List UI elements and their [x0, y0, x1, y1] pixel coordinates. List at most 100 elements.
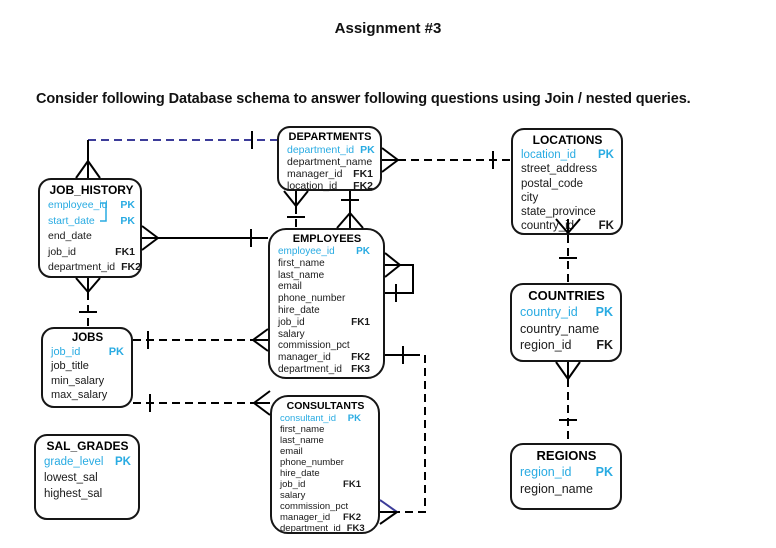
field-name: city: [521, 191, 539, 204]
field-key-label: FK2: [343, 512, 361, 523]
field-row: commission_pct: [280, 501, 371, 512]
field-name: last_name: [278, 269, 325, 281]
field-name: country_name: [520, 321, 600, 336]
field-key-label: FK2: [121, 261, 141, 274]
field-key-label: FK2: [353, 180, 373, 192]
field-name: street_address: [521, 163, 598, 176]
field-row: hire_date: [278, 305, 376, 317]
field-name: country_id: [521, 220, 575, 233]
field-row: department_id FK3: [280, 523, 371, 534]
rel-departments-employees-deptid: [336, 191, 364, 229]
field-name: region_id: [520, 465, 572, 479]
field-key-label: FK2: [351, 352, 370, 364]
field-key-label: PK: [360, 144, 375, 156]
rel-countries-regions: [555, 361, 581, 443]
field-name: manager_id: [287, 168, 343, 180]
field-name: manager_id: [278, 352, 331, 364]
page-title: Assignment #3: [334, 20, 442, 37]
field-row: first_name: [280, 424, 371, 435]
entity-title: EMPLOYEES: [292, 233, 362, 245]
field-name: location_id: [287, 180, 338, 192]
field-key-label: FK1: [115, 245, 135, 258]
rel-job-history-jobs: [75, 277, 101, 327]
field-name: job_title: [51, 360, 89, 373]
field-row: manager_id FK2: [280, 512, 371, 523]
field-name: first_name: [278, 257, 325, 269]
entity-title: DEPARTMENTS: [288, 131, 372, 143]
field-row: state_province: [521, 205, 614, 219]
rel-jobs-consultants: [133, 390, 271, 416]
field-key-label: PK: [347, 413, 361, 424]
field-name: commission_pct: [278, 340, 350, 352]
field-row: street_address: [521, 162, 614, 176]
field-key-label: FK3: [351, 363, 370, 375]
field-name: highest_sal: [44, 488, 103, 501]
instruction-text: Consider following Database schema to an…: [36, 91, 691, 107]
field-name: phone_number: [278, 293, 346, 305]
field-row: salary: [278, 329, 376, 341]
field-name: max_salary: [51, 388, 108, 401]
field-row: salary: [280, 490, 371, 501]
field-row: phone_number: [278, 293, 376, 305]
field-key-label: FK3: [346, 523, 365, 534]
rel-employees-consultants: [379, 346, 426, 525]
field-row: last_name: [280, 435, 371, 446]
field-name: department_id: [280, 523, 341, 534]
entity-title: LOCATIONS: [532, 133, 603, 147]
field-key-label: FK1: [353, 168, 373, 180]
field-name: job_id: [51, 346, 81, 358]
field-name: first_name: [280, 424, 325, 435]
field-row: hire_date: [280, 468, 371, 479]
entity-title: SAL_GRADES: [46, 439, 129, 453]
entity-title: REGIONS: [536, 448, 597, 463]
field-row: lowest_sal: [44, 470, 131, 486]
field-name: min_salary: [51, 374, 105, 387]
field-row: manager_id FK2: [278, 352, 376, 364]
field-key-label: PK: [120, 199, 135, 211]
entity-title: JOB_HISTORY: [49, 183, 134, 197]
field-row: last_name: [278, 270, 376, 282]
field-name: department_id: [278, 363, 342, 375]
field-row: manager_id FK1: [287, 168, 373, 180]
field-row: first_name: [278, 258, 376, 270]
field-row: phone_number: [280, 457, 371, 468]
field-row: department_name: [287, 156, 373, 168]
field-name: manager_id: [280, 512, 331, 523]
field-row: city: [521, 191, 614, 205]
field-name: phone_number: [280, 457, 344, 468]
rel-job-history-departments: [75, 131, 277, 179]
field-key-label: PK: [595, 305, 613, 319]
field-row: min_salary: [51, 374, 124, 388]
field-key-label: FK: [596, 338, 613, 352]
field-row: location_id FK2: [287, 180, 373, 192]
entity-title: CONSULTANTS: [286, 400, 365, 412]
entity-title: COUNTRIES: [528, 288, 605, 303]
field-name: salary: [278, 328, 305, 340]
field-key-label: FK: [598, 220, 614, 233]
field-key-label: PK: [356, 246, 370, 257]
field-row: commission_pct: [278, 340, 376, 352]
